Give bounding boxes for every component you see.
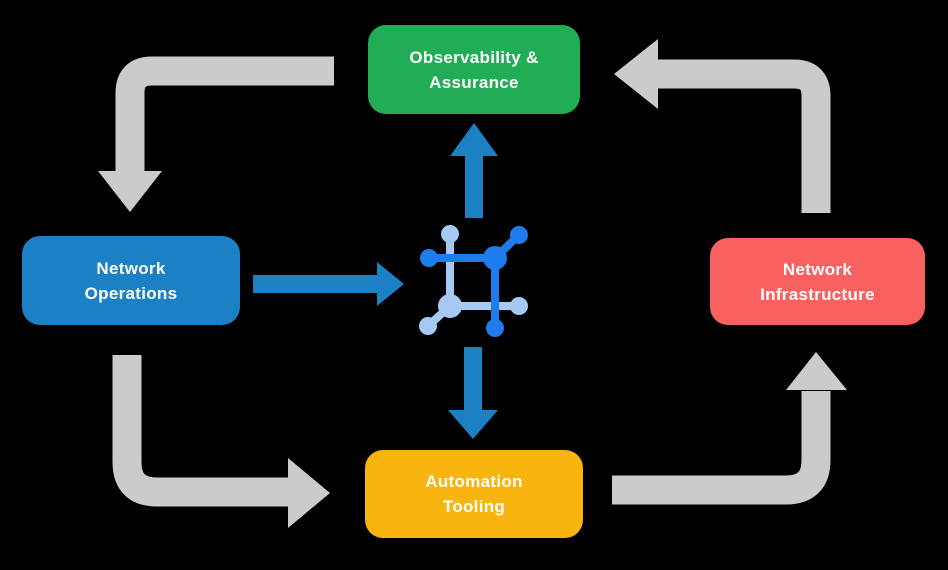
node-network-infrastructure: Network Infrastructure (710, 238, 925, 325)
node-label-line: Observability & (409, 47, 539, 67)
node-label-line: Automation (425, 472, 523, 491)
node-label-line: Assurance (429, 72, 519, 92)
arrowhead-up-icon (786, 352, 847, 390)
arrowhead-left-icon (614, 39, 658, 109)
node-label-line: Tooling (442, 497, 506, 516)
arrowhead-right-icon (377, 262, 404, 306)
arrowhead-up-icon (450, 123, 498, 156)
arrow-observability-to-operations (98, 56, 334, 212)
node-automation-tooling: Automation Tooling (365, 450, 583, 538)
arrow-operations-to-automation (112, 355, 330, 528)
arrow-infrastructure-to-observability (614, 39, 831, 213)
arrowhead-right-icon (288, 458, 330, 528)
node-network-operations: Network Operations (22, 236, 240, 325)
arrowhead-down-icon (448, 410, 498, 439)
node-label-line: Network (96, 258, 166, 278)
arrow-center-to-automation (448, 347, 498, 439)
node-observability-assurance: Observability & Assurance (368, 25, 580, 114)
network-nodes-icon (419, 225, 528, 337)
arrowhead-down-icon (98, 171, 162, 212)
node-label-line: Infrastructure (760, 284, 875, 304)
network-icon-light-branch (419, 225, 528, 335)
node-label-line: Operations (84, 283, 178, 303)
arrow-automation-to-infrastructure (612, 352, 847, 505)
network-icon-dark-branch (420, 226, 528, 337)
node-label-line: Network (782, 259, 853, 279)
arrow-center-to-observability (450, 123, 498, 218)
arrow-operations-to-center (253, 262, 404, 306)
